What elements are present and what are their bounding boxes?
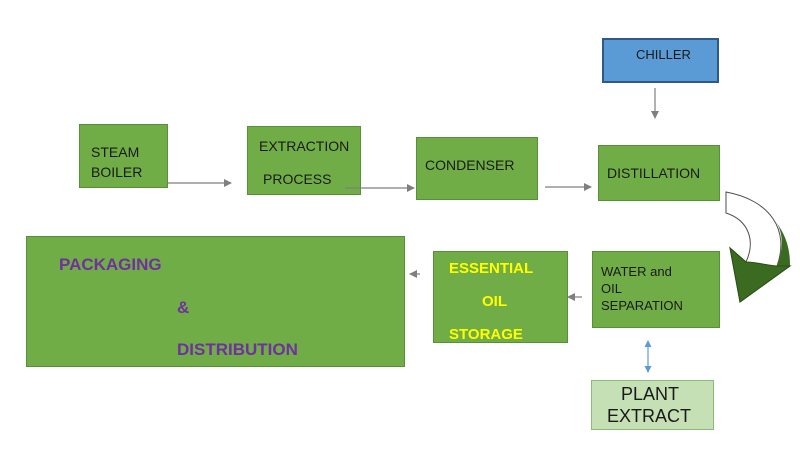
separation-label-line3: SEPARATION xyxy=(601,298,683,313)
distillation-box xyxy=(598,145,720,201)
storage-label-line3: STORAGE xyxy=(449,326,523,343)
storage-label-line1: ESSENTIAL xyxy=(449,260,534,277)
packaging-label-line3: DISTRIBUTION xyxy=(177,340,298,359)
storage-label-line2: OIL xyxy=(482,293,507,310)
extraction-label-line2: PROCESS xyxy=(263,171,332,187)
steam-boiler-box xyxy=(79,124,168,188)
plant-extract-box xyxy=(591,380,714,430)
packaging-label-line2: & xyxy=(177,298,190,317)
separation-label-line2: OIL xyxy=(601,281,622,296)
extraction-label-line1: EXTRACTION xyxy=(259,138,350,154)
chiller-box xyxy=(602,38,719,83)
separation-box xyxy=(592,251,720,328)
condenser-box xyxy=(416,137,538,200)
steam-boiler-label-line2: BOILER xyxy=(91,164,143,180)
curved-arrow-head xyxy=(729,246,792,303)
curved-arrow-shade xyxy=(776,222,790,266)
chiller-label: CHILLER xyxy=(636,47,691,62)
packaging-label-line1: PACKAGING xyxy=(59,255,162,274)
separation-label-line1: WATER and xyxy=(601,264,672,279)
steam-boiler-label-line1: STEAM xyxy=(91,144,140,160)
condenser-label: CONDENSER xyxy=(425,157,515,173)
distillation-label: DISTILLATION xyxy=(607,165,701,181)
extraction-process-box xyxy=(247,126,361,195)
plant-extract-label-line1: PLANT xyxy=(621,384,680,404)
plant-extract-label-line2: EXTRACT xyxy=(607,406,692,426)
packaging-box xyxy=(26,236,405,367)
storage-box xyxy=(433,251,568,343)
